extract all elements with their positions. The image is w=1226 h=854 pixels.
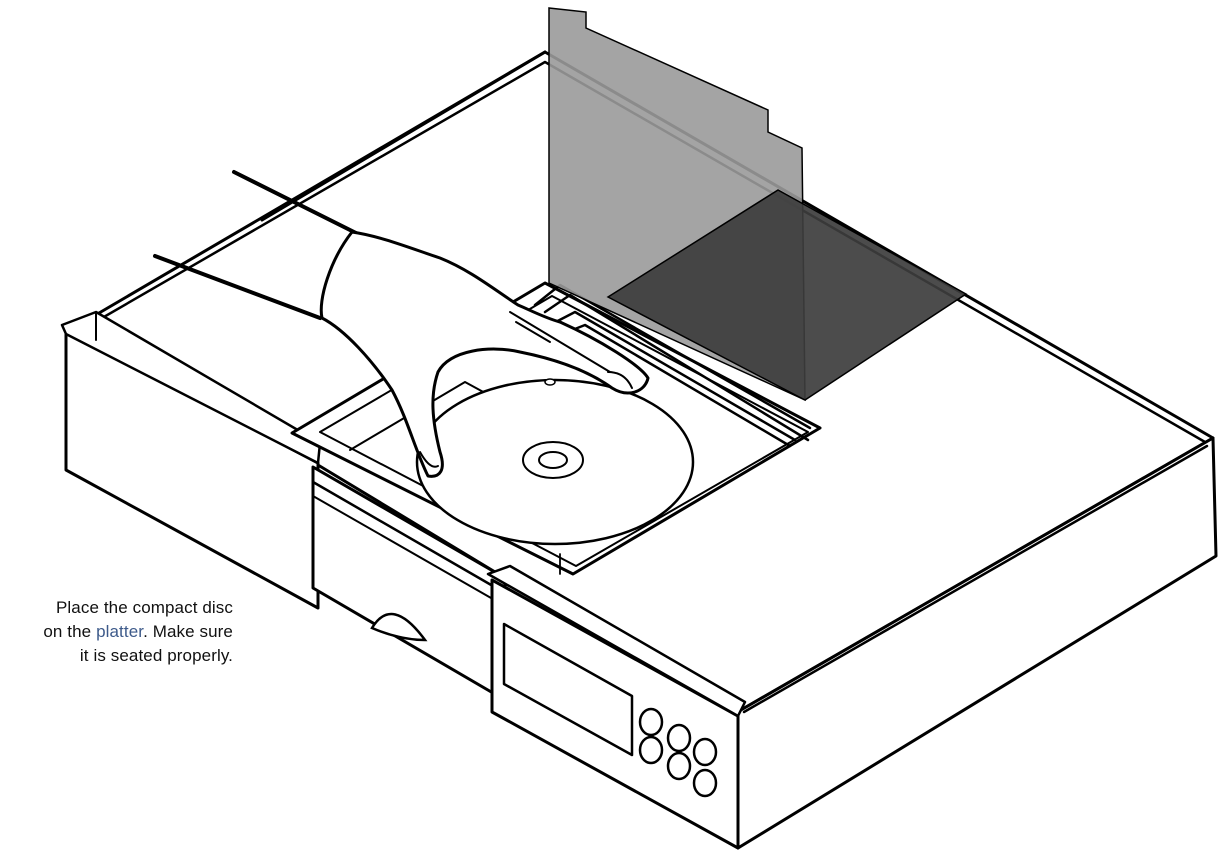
control-button [638,707,664,737]
control-button [638,735,664,765]
caption-text-after: . Make sure it is seated properly. [79,622,233,665]
caption-text-before: Place the compact disc on the [43,598,233,641]
control-button [666,751,692,781]
cover-panel-dark [606,189,968,401]
control-button [666,723,692,753]
hand-illustration [153,170,650,478]
translucent-cover [548,7,968,402]
control-button [692,737,718,767]
display-screen [502,622,634,757]
instruction-caption: Place the compact disc on the platter. M… [33,596,233,668]
control-panel [486,564,747,850]
left-front-panel [60,310,322,610]
tray-finger-notch [370,612,428,642]
compact-disc [415,378,695,546]
control-button [692,768,718,798]
platter-link[interactable]: platter [96,622,144,641]
